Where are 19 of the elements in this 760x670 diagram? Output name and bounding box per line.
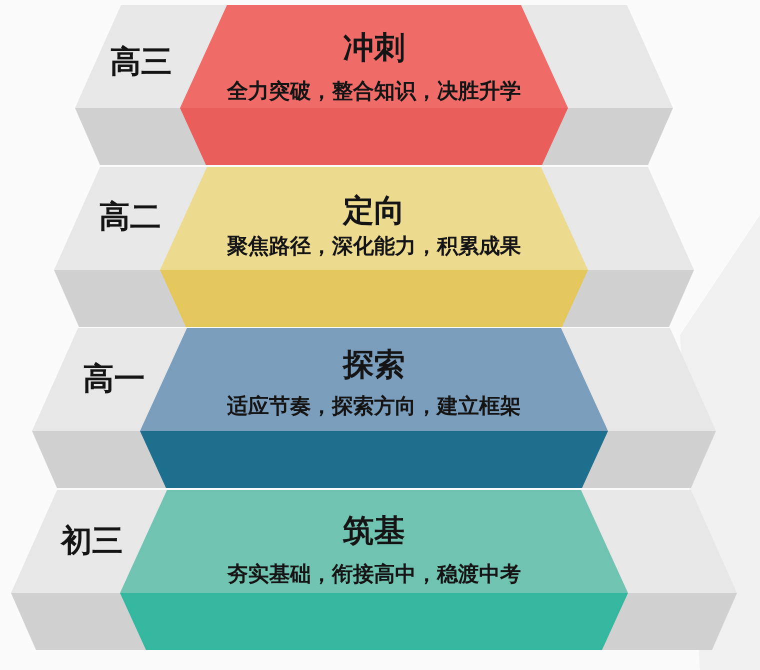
stage-description: 全力突破，整合知识，决胜升学 bbox=[227, 78, 521, 104]
grade-label: 高二 bbox=[99, 200, 161, 236]
stage-description: 夯实基础，衔接高中，稳渡中考 bbox=[227, 562, 521, 586]
stage-title: 冲刺 bbox=[343, 31, 405, 67]
stage-description: 适应节奏，探索方向，建立框架 bbox=[227, 394, 521, 418]
stage-title: 定向 bbox=[343, 194, 405, 230]
stair-step bbox=[11, 490, 737, 650]
grade-label: 初三 bbox=[61, 524, 123, 560]
stage-description: 聚焦路径，深化能力，积累成果 bbox=[227, 234, 521, 258]
stage-title: 探索 bbox=[343, 348, 405, 384]
grade-label: 高三 bbox=[110, 45, 172, 81]
stage-band bbox=[120, 490, 628, 650]
grade-label: 高一 bbox=[83, 362, 145, 398]
stair-step bbox=[54, 166, 694, 326]
stair-step bbox=[32, 328, 716, 488]
stage-band bbox=[180, 5, 568, 165]
stage-title: 筑基 bbox=[343, 514, 405, 550]
stair-step bbox=[75, 5, 673, 165]
stage-band bbox=[160, 166, 588, 326]
